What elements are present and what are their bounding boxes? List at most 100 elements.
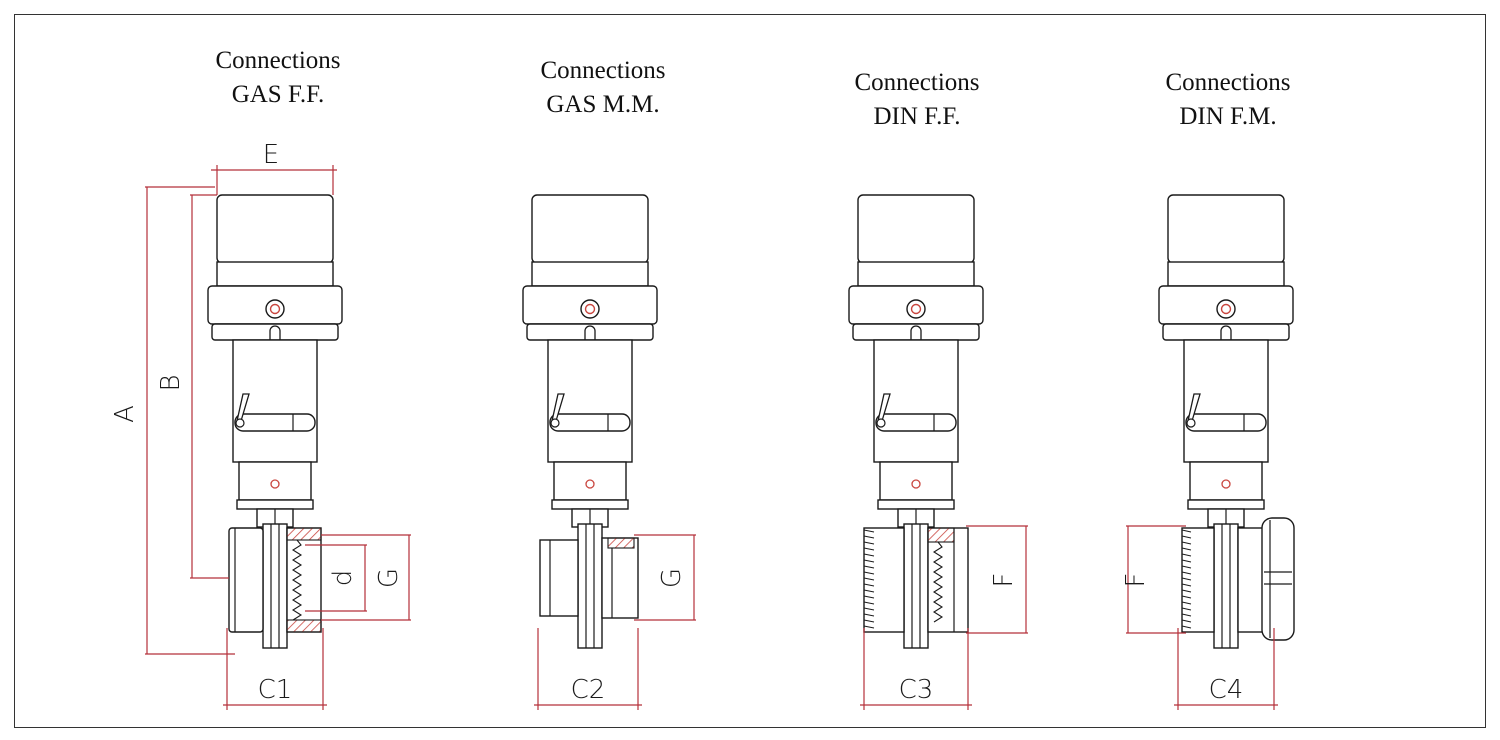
- center-column: [903, 523, 929, 649]
- thread-line: [863, 553, 875, 557]
- left-port: [539, 539, 579, 617]
- thread-line: [1181, 541, 1192, 545]
- thread-line: [863, 541, 875, 545]
- valve-flange: [877, 499, 955, 510]
- thread-line: [863, 535, 875, 539]
- title-line-2: DIN F.F.: [873, 103, 961, 130]
- lever-pivot: [876, 418, 886, 428]
- valve-din-fm: [1158, 194, 1295, 649]
- center-column: [1213, 523, 1239, 649]
- lever-handle: [877, 393, 891, 422]
- thread-line: [1181, 589, 1192, 593]
- drawing-frame: [14, 14, 1486, 728]
- valve-gas-ff: [207, 194, 343, 649]
- lever-bar: [875, 413, 957, 432]
- dimensions-gas-mm: GC2: [534, 534, 696, 710]
- title-line-1: Connections: [854, 69, 980, 96]
- left-port: [863, 527, 905, 633]
- thread-line: [1181, 571, 1192, 575]
- title-line-2: GAS F.F.: [231, 81, 325, 108]
- thread-line: [863, 577, 875, 581]
- valve-neck: [857, 261, 975, 287]
- screw-slot: [584, 303, 596, 315]
- right-port: [927, 527, 969, 633]
- title-line-1: Connections: [215, 47, 341, 74]
- bleed-hole: [911, 479, 921, 489]
- dim-f-label: F: [1121, 573, 1151, 588]
- title-line-2: DIN F.M.: [1179, 103, 1277, 130]
- panel-title-gas-ff: Connections GAS F.F.: [168, 44, 388, 112]
- left-port: [1181, 527, 1215, 633]
- thread-line: [863, 595, 875, 599]
- internal-thread: [291, 539, 303, 621]
- thread-line: [863, 601, 875, 605]
- screw-slot: [1220, 303, 1232, 315]
- title-line-2: GAS M.M.: [546, 91, 660, 118]
- right-port: [601, 537, 639, 619]
- lever-pivot: [235, 418, 245, 428]
- thread-line: [863, 529, 875, 533]
- panel-title-din-fm: Connections DIN F.M.: [1118, 66, 1338, 134]
- panel-title-gas-mm: Connections GAS M.M.: [493, 54, 713, 122]
- thread-line: [1181, 613, 1192, 617]
- screw-slot: [269, 303, 281, 315]
- valve-neck: [1167, 261, 1285, 287]
- lever-handle: [236, 393, 250, 422]
- thread-line: [863, 619, 875, 623]
- lever-handle: [551, 393, 565, 422]
- internal-thread: [932, 541, 944, 623]
- right-port: [1237, 527, 1265, 633]
- thread-line: [1181, 607, 1192, 611]
- valve-flange: [551, 499, 629, 510]
- lever-handle: [1187, 393, 1201, 422]
- thread-line: [863, 565, 875, 569]
- thread-line: [863, 607, 875, 611]
- valve-lower-body: [879, 461, 953, 501]
- hatched-section: [286, 527, 322, 541]
- thread-line: [1181, 553, 1192, 557]
- thread-line: [1181, 625, 1192, 629]
- panel-title-din-ff: Connections DIN F.F.: [807, 66, 1027, 134]
- union-nut: [1261, 517, 1295, 641]
- hatched-section: [927, 527, 955, 543]
- thread-line: [863, 625, 875, 629]
- keyhole-mark: [910, 325, 922, 340]
- keyhole-mark: [584, 325, 596, 340]
- thread-line: [1181, 565, 1192, 569]
- dim-c-label: C1: [258, 675, 293, 705]
- valve-neck: [531, 261, 649, 287]
- thread-line: [1181, 619, 1192, 623]
- dim-g-label: G: [657, 568, 687, 588]
- dim-c-label: C3: [899, 675, 934, 705]
- hatched-section: [607, 537, 635, 549]
- thread-line: [863, 583, 875, 587]
- bleed-hole: [270, 479, 280, 489]
- lever-bar: [234, 413, 316, 432]
- thread-line: [1181, 577, 1192, 581]
- left-port: [228, 527, 264, 633]
- keyhole-mark: [269, 325, 281, 340]
- valve-cap: [857, 194, 975, 264]
- dim-f-label: F: [989, 573, 1019, 588]
- valve-neck: [216, 261, 334, 287]
- thread-line: [863, 589, 875, 593]
- lever-pivot: [550, 418, 560, 428]
- thread-line: [1181, 583, 1192, 587]
- thread-line: [863, 613, 875, 617]
- bleed-hole: [585, 479, 595, 489]
- screw-slot: [910, 303, 922, 315]
- dim-a-label: A: [110, 405, 140, 423]
- keyhole-mark: [1220, 325, 1232, 340]
- thread-line: [863, 559, 875, 563]
- thread-line: [1181, 547, 1192, 551]
- valve-din-ff: [848, 194, 984, 649]
- valve-cap: [531, 194, 649, 264]
- dim-g-label: G: [374, 568, 404, 588]
- valve-gas-mm: [522, 194, 658, 649]
- title-line-1: Connections: [1165, 69, 1291, 96]
- dim-d-label: d: [328, 570, 358, 587]
- dim-e-label: E: [263, 140, 279, 170]
- thread-line: [1181, 595, 1192, 599]
